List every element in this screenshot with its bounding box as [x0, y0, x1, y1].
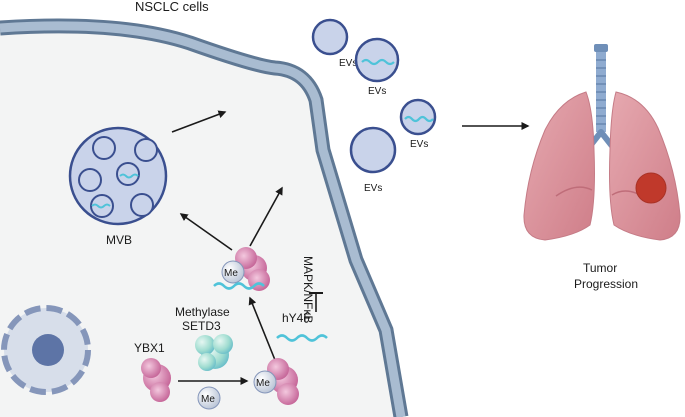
title-nsclc-cells: NSCLC cells	[135, 0, 209, 14]
methylase-label-line2: SETD3	[182, 319, 221, 333]
methylase-setd3	[195, 334, 233, 371]
evs-label-4: EVs	[364, 183, 382, 194]
methylase-label-line1: Methylase	[175, 305, 230, 319]
methyl-group-free	[197, 386, 221, 410]
hy4f-label: hY4F	[282, 311, 311, 325]
lungs-illustration	[523, 44, 681, 241]
me-label-upper: Me	[224, 268, 238, 279]
evs-label-2: EVs	[368, 86, 386, 97]
cell-cytoplasm	[0, 27, 400, 417]
evs-label-3: EVs	[410, 139, 428, 150]
me-label-lower: Me	[256, 378, 270, 389]
methylated-ybx1-complex-lower	[253, 358, 299, 405]
ev-1	[311, 18, 349, 56]
me-label-free: Me	[201, 394, 215, 405]
tumor-lesion	[635, 172, 667, 204]
ybx1-label: YBX1	[134, 341, 165, 355]
arrow-lower-to-upper-complex	[248, 296, 276, 361]
ev-2	[354, 37, 400, 83]
nucleolus	[32, 334, 64, 366]
evs-label-1: EVs	[339, 58, 357, 69]
arrow-complex-to-membrane	[249, 186, 283, 247]
ybx1-protein	[141, 358, 171, 402]
arrow-mvb-to-membrane	[171, 110, 227, 133]
methylated-ybx1-rna-complex-upper	[213, 247, 270, 291]
mvb-label: MVB	[106, 233, 132, 247]
mvb	[68, 126, 168, 226]
cell-membrane-inner	[0, 21, 406, 417]
ev-3	[399, 98, 437, 136]
ev-2-rna	[361, 58, 395, 66]
outcome-label-line2: Progression	[574, 277, 638, 291]
ev-3-rna	[404, 115, 434, 123]
ev-4	[349, 126, 397, 174]
arrow-complex-to-mvb	[179, 213, 233, 251]
pathway-label: MAPK/NFκB	[301, 256, 315, 323]
outcome-label-line1: Tumor	[583, 261, 617, 275]
hy4f-rna	[276, 334, 328, 342]
